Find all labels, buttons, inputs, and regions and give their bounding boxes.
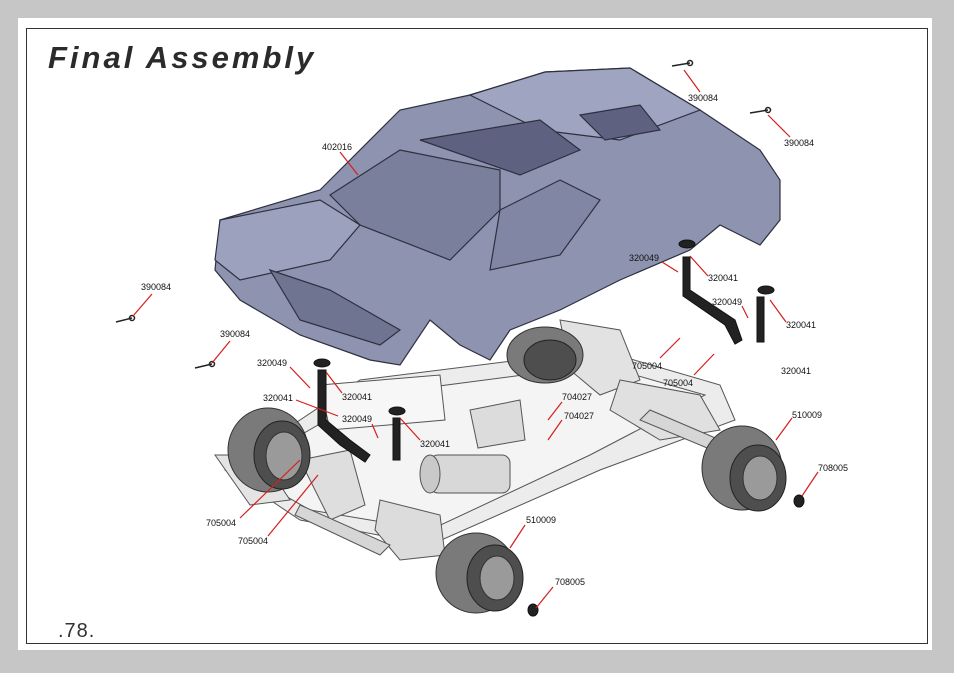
wheel-front-left [227, 407, 311, 493]
callout-label: 402016 [322, 142, 352, 152]
leader-line [509, 524, 526, 549]
leader-line [775, 417, 793, 441]
leader-line [239, 459, 301, 519]
callout-label: 320041 [708, 273, 738, 283]
callout-label: 390084 [784, 138, 814, 148]
body-mounts [313, 239, 805, 617]
leader-line [211, 340, 231, 364]
callout-label: 320041 [786, 320, 816, 330]
callout-label: 708005 [818, 463, 848, 473]
callout-label: 320041 [420, 439, 450, 449]
callout-label: 390084 [688, 93, 718, 103]
leader-line [767, 114, 791, 138]
callout-label: 320041 [263, 393, 293, 403]
page-title: Final Assembly [48, 40, 317, 75]
leader-line [689, 255, 709, 277]
leader-line [741, 305, 749, 319]
leader-line [132, 293, 153, 317]
callout-labels: 402016 390084 390084 390084 390084 32004… [141, 93, 848, 587]
wheel-rear-middle [506, 326, 584, 384]
callout-label: 320049 [712, 297, 742, 307]
leader-line [693, 353, 715, 376]
callout-label: 390084 [141, 282, 171, 292]
leader-line [295, 399, 339, 417]
leader-line [289, 366, 311, 389]
callout-label: 510009 [526, 515, 556, 525]
callout-label: 320041 [342, 392, 372, 402]
leader-line [683, 69, 701, 93]
leader-line [547, 419, 563, 441]
callout-label: 510009 [792, 410, 822, 420]
callout-label: 320049 [257, 358, 287, 368]
callout-label: 320041 [781, 366, 811, 376]
page-number: .78. [58, 620, 96, 642]
leader-line [339, 151, 359, 176]
leader-line [547, 401, 563, 421]
page-frame [26, 28, 928, 644]
wheel-front-bottom [435, 532, 524, 614]
callout-label: 705004 [238, 536, 268, 546]
callout-label: 320049 [342, 414, 372, 424]
leader-line [801, 471, 819, 497]
leader-line [371, 423, 379, 439]
leader-line [535, 586, 554, 609]
callout-label: 705004 [632, 361, 662, 371]
callout-label: 320049 [629, 253, 659, 263]
callout-label: 390084 [220, 329, 250, 339]
wheel-rear-right [701, 425, 787, 512]
leader-line [661, 261, 679, 273]
body-shell [214, 67, 781, 366]
leader-line [769, 299, 787, 323]
callout-label: 704027 [562, 392, 592, 402]
leader-line [659, 337, 681, 359]
leader-line [325, 371, 343, 394]
callout-label: 705004 [206, 518, 236, 528]
callout-label: 705004 [663, 378, 693, 388]
callout-label: 704027 [564, 411, 594, 421]
leader-lines [132, 69, 819, 609]
callout-label: 708005 [555, 577, 585, 587]
body-clips [115, 59, 772, 369]
leader-line [267, 474, 319, 537]
leader-line [399, 417, 421, 441]
